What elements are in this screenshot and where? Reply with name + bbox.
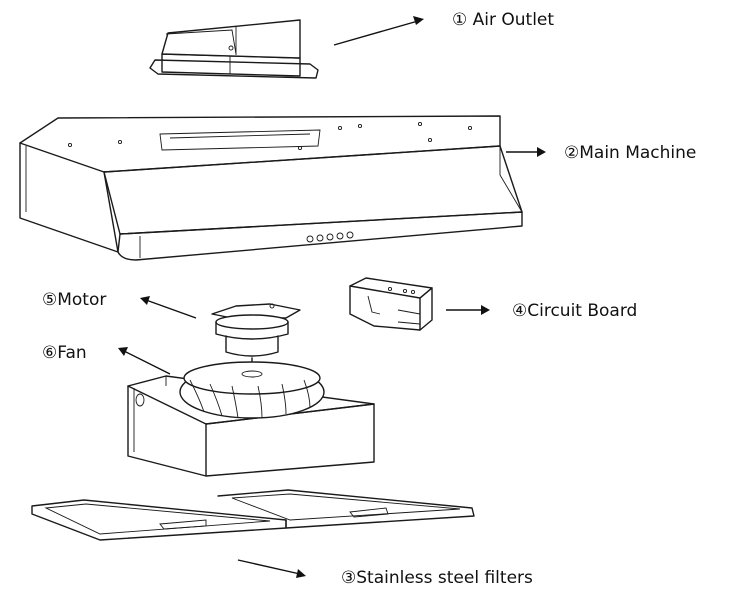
arrow-main-machine [506, 147, 546, 157]
control-buttons [306, 231, 354, 243]
circuit-board-part [349, 277, 433, 331]
label-circuit-board: ④Circuit Board [512, 301, 638, 321]
arrow-circuit-board [446, 305, 490, 315]
fan-part [179, 361, 325, 419]
label-stainless-steel-filters: ③Stainless steel filters [341, 568, 533, 588]
label-main-machine: ②Main Machine [564, 143, 697, 163]
fan-housing-part [127, 375, 375, 477]
arrow-motor [140, 296, 197, 319]
arrow-filters [237, 559, 306, 578]
arrow-air-outlet [333, 16, 424, 46]
arrow-fan [118, 347, 171, 375]
label-fan: ⑥Fan [42, 343, 87, 363]
air-outlet-part [149, 19, 319, 79]
stainless-steel-filters-part [31, 489, 475, 541]
main-machine-part [19, 115, 523, 261]
label-air-outlet: ① Air Outlet [452, 10, 555, 30]
label-motor: ⑤Motor [42, 290, 107, 310]
